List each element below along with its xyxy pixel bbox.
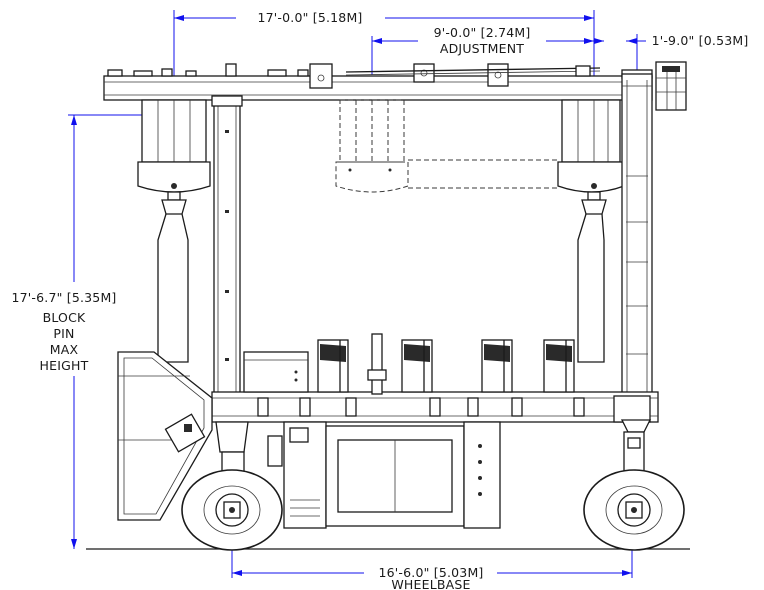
trolley-bracket-mid [413,63,435,83]
trolley-bracket-right [487,63,509,87]
overhang-arrow-right [627,38,637,44]
right-hoist-cylinder-block [561,99,621,163]
height-arrow-bottom [71,539,77,549]
adjustment-label: ADJUSTMENT [440,41,524,56]
adjusted-hoist-phantom [335,99,560,193]
right-wheel [583,431,685,551]
height-label-height: HEIGHT [40,358,89,373]
cab-frame [117,351,213,521]
left-lifting-strap [157,213,189,363]
height-label-block: BLOCK [43,310,86,325]
span-dimension-text: 17'-0.0" [5.18M] [257,10,362,25]
left-wheel [181,451,283,551]
adjustment-arrow-left [372,38,382,44]
stanchion-4 [543,339,575,393]
wheelbase-label: WHEELBASE [391,577,470,590]
left-leg [211,95,243,397]
cab-console [164,413,206,453]
span-arrow-right [584,15,594,21]
overhang-arrow-left [594,38,604,44]
dimension-labels: 17'-0.0" [5.18M] 9'-0.0" [2.74M] ADJUSTM… [11,10,748,590]
right-lifting-strap [577,213,605,363]
right-hoist-assembly [557,99,625,363]
left-hoist-assembly [137,99,211,363]
load-stanchions [317,333,575,395]
height-dimension-text: 17'-6.7" [5.35M] [11,290,116,305]
height-label-pin: PIN [53,326,74,341]
height-arrow-top [71,115,77,125]
dimension-lines [68,10,646,578]
wheelbase-dimension-text: 16'-6.0" [5.03M] [378,565,483,580]
right-leg-column [621,73,653,397]
operator-cab [117,351,249,521]
girder-body [103,75,653,101]
span-arrow-left [174,15,184,21]
lower-frame [211,391,659,433]
height-label-max: MAX [50,342,79,357]
overhang-dimension-text: 1'-9.0" [0.53M] [652,33,749,48]
right-hoist-sheave [557,161,625,193]
stanchion-3 [481,339,513,393]
adjustment-arrow-right [584,38,594,44]
top-girder [103,61,687,111]
wheelbase-arrow-left [232,570,242,576]
exhaust-stack [371,333,383,395]
trolley-bracket-left [309,63,333,89]
adjustment-dimension-text: 9'-0.0" [2.74M] [434,25,531,40]
wheelbase-arrow-right [622,570,632,576]
stanchion-2 [401,339,433,393]
stanchion-1 [317,339,349,393]
power-unit [267,421,501,529]
control-box [243,351,309,393]
right-leg [621,73,653,397]
